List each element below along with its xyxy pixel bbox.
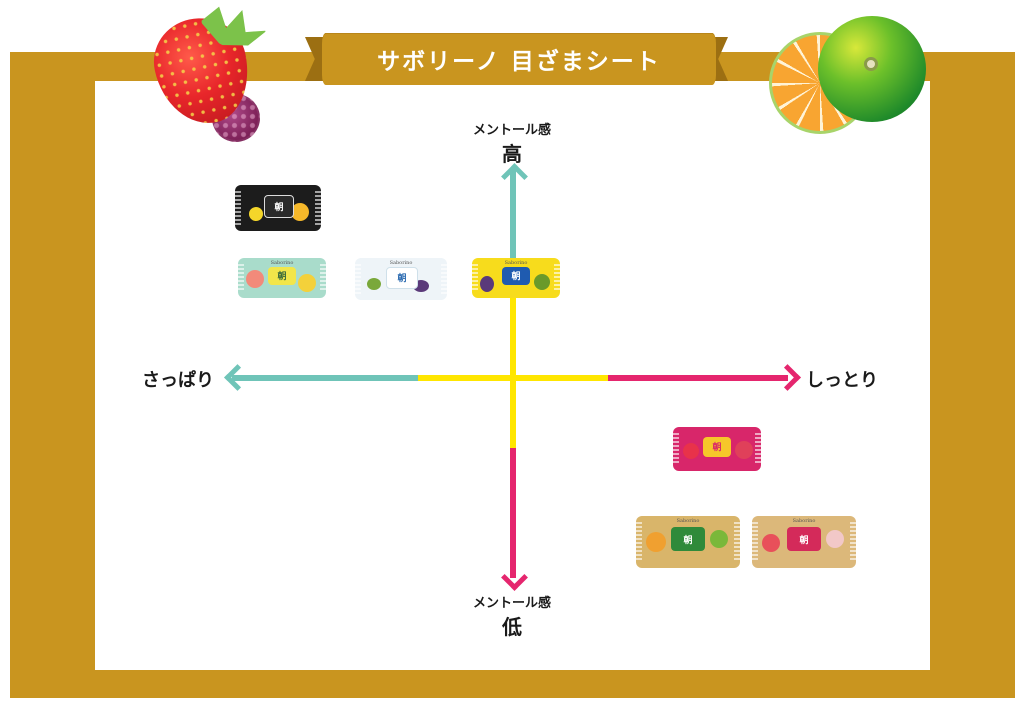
axis-top-value: 高: [502, 142, 522, 166]
pack-window: 朝: [702, 436, 732, 457]
kiwi-icon: [367, 278, 381, 290]
pack-window: 朝: [671, 527, 705, 552]
axis-horizontal-pink: [608, 375, 788, 381]
brand-label: Saborino: [676, 518, 700, 524]
product-gold-strawberry: Saborino 朝: [752, 516, 856, 568]
axis-label-right: しっとり: [806, 370, 878, 391]
brand-label: Saborino: [792, 518, 816, 524]
product-black-citrus: 朝: [235, 185, 321, 231]
lemon-icon: [298, 274, 316, 292]
pomegranate-icon: [735, 441, 753, 459]
axis-bottom-caption: メントール感: [472, 596, 551, 611]
strawberry-icon: [762, 534, 780, 552]
product-pink-berry: 朝: [673, 427, 761, 471]
brand-label: Saborino: [270, 260, 294, 266]
orange-icon: [291, 203, 309, 221]
page-title: サボリーノ 目ざまシート: [377, 49, 661, 75]
peach-icon: [826, 530, 844, 548]
axis-vertical-yellow: [510, 260, 516, 448]
pack-window: 朝: [787, 527, 821, 552]
product-gold-citrus: Saborino 朝: [636, 516, 740, 568]
title-ribbon: サボリーノ 目ざまシート: [322, 33, 716, 85]
axis-label-bottom: メントール感 低: [452, 592, 572, 640]
pack-window: 朝: [264, 195, 294, 219]
axis-top-caption: メントール感: [472, 123, 551, 138]
product-white-kiwi: Saborino 朝: [355, 258, 447, 300]
orange-icon: [646, 532, 666, 552]
axis-vertical-pink: [510, 448, 516, 578]
grape-icon: [480, 276, 494, 292]
axis-bottom-value: 低: [502, 615, 522, 639]
product-mint-grapefruit: Saborino 朝: [238, 258, 326, 298]
axis-label-left: さっぱり: [142, 370, 214, 391]
strawberry-icon: [683, 443, 699, 459]
avocado-icon: [534, 274, 550, 290]
axis-vertical-teal: [510, 170, 516, 260]
grapefruit-icon: [246, 270, 264, 288]
pack-window: 朝: [386, 267, 418, 289]
brand-label: Saborino: [504, 260, 528, 266]
lime-icon: [710, 530, 728, 548]
product-yellow-avocado: Saborino 朝: [472, 258, 560, 298]
lemon-icon: [249, 207, 263, 221]
pack-window: 朝: [267, 266, 297, 286]
lime-stem-icon: [864, 57, 878, 71]
axis-label-top: メントール感 高: [452, 119, 572, 167]
pack-window: 朝: [501, 266, 531, 286]
axis-horizontal-teal: [232, 375, 418, 381]
brand-label: Saborino: [389, 260, 413, 266]
